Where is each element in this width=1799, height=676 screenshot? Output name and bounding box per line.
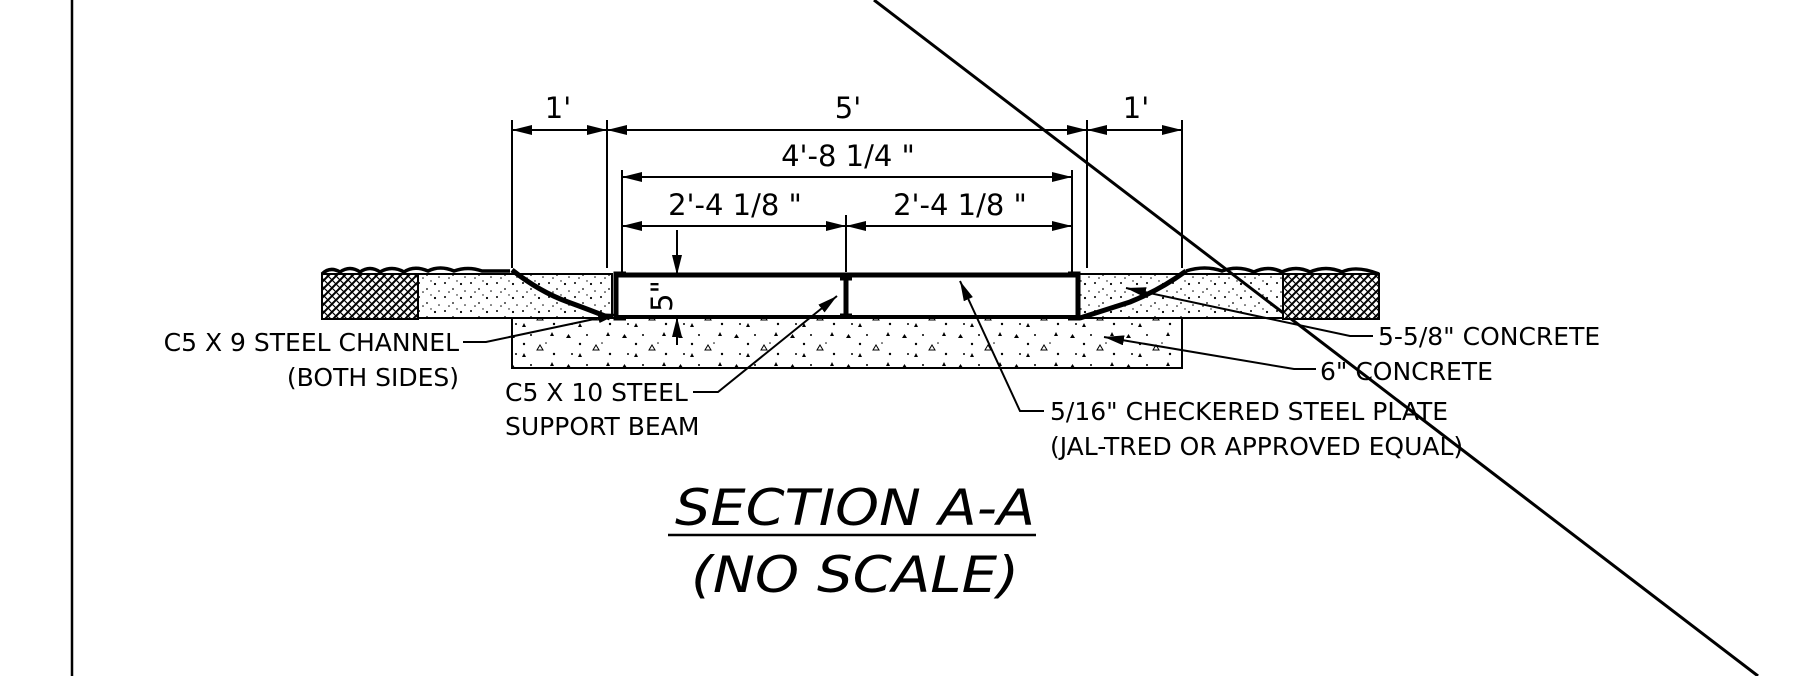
grass-slope-left — [510, 268, 611, 321]
ground-hatch-left — [321, 273, 419, 320]
cut-diagonal-line — [873, 0, 1759, 676]
label-concrete-upper: 5-5/8" CONCRETE — [1378, 322, 1600, 351]
label-plate-line2: (JAL-TRED OR APPROVED EQUAL) — [1050, 432, 1463, 461]
label-channel-line1: C5 X 9 STEEL CHANNEL — [164, 328, 459, 357]
dim-half-left: 2'-4 1/8 " — [668, 188, 802, 222]
section-title: SECTION A-A — [675, 479, 1035, 537]
leader-concrete-upper — [1125, 287, 1373, 337]
dim-overall-width: 5' — [835, 91, 861, 125]
grass-surface-left — [320, 266, 510, 276]
dim-half-right: 2'-4 1/8 " — [893, 188, 1027, 222]
label-beam-line2: SUPPORT BEAM — [505, 412, 699, 441]
label-channel-line2: (BOTH SIDES) — [287, 363, 459, 392]
dim-right-offset: 1' — [1123, 91, 1149, 125]
section-subtitle: (NO SCALE) — [691, 546, 1019, 604]
grass-surface-right — [1185, 266, 1380, 276]
upper-concrete-left — [417, 273, 613, 319]
support-beam — [840, 275, 852, 319]
leader-plate — [959, 280, 1044, 412]
dim-left-offset: 1' — [545, 91, 571, 125]
dim-plate-width: 4'-8 1/4 " — [781, 139, 915, 173]
lower-concrete-slab — [511, 317, 1183, 369]
grass-slope-right — [1079, 268, 1188, 321]
dim-depth: 5" — [645, 280, 679, 312]
leader-concrete-lower — [1103, 335, 1316, 370]
ground-hatch-right — [1282, 273, 1380, 320]
leader-beam — [693, 295, 838, 393]
label-plate-line1: 5/16" CHECKERED STEEL PLATE — [1050, 397, 1448, 426]
label-beam-line1: C5 X 10 STEEL — [505, 378, 688, 407]
label-concrete-lower: 6" CONCRETE — [1320, 357, 1493, 386]
leader-channel — [463, 313, 619, 343]
